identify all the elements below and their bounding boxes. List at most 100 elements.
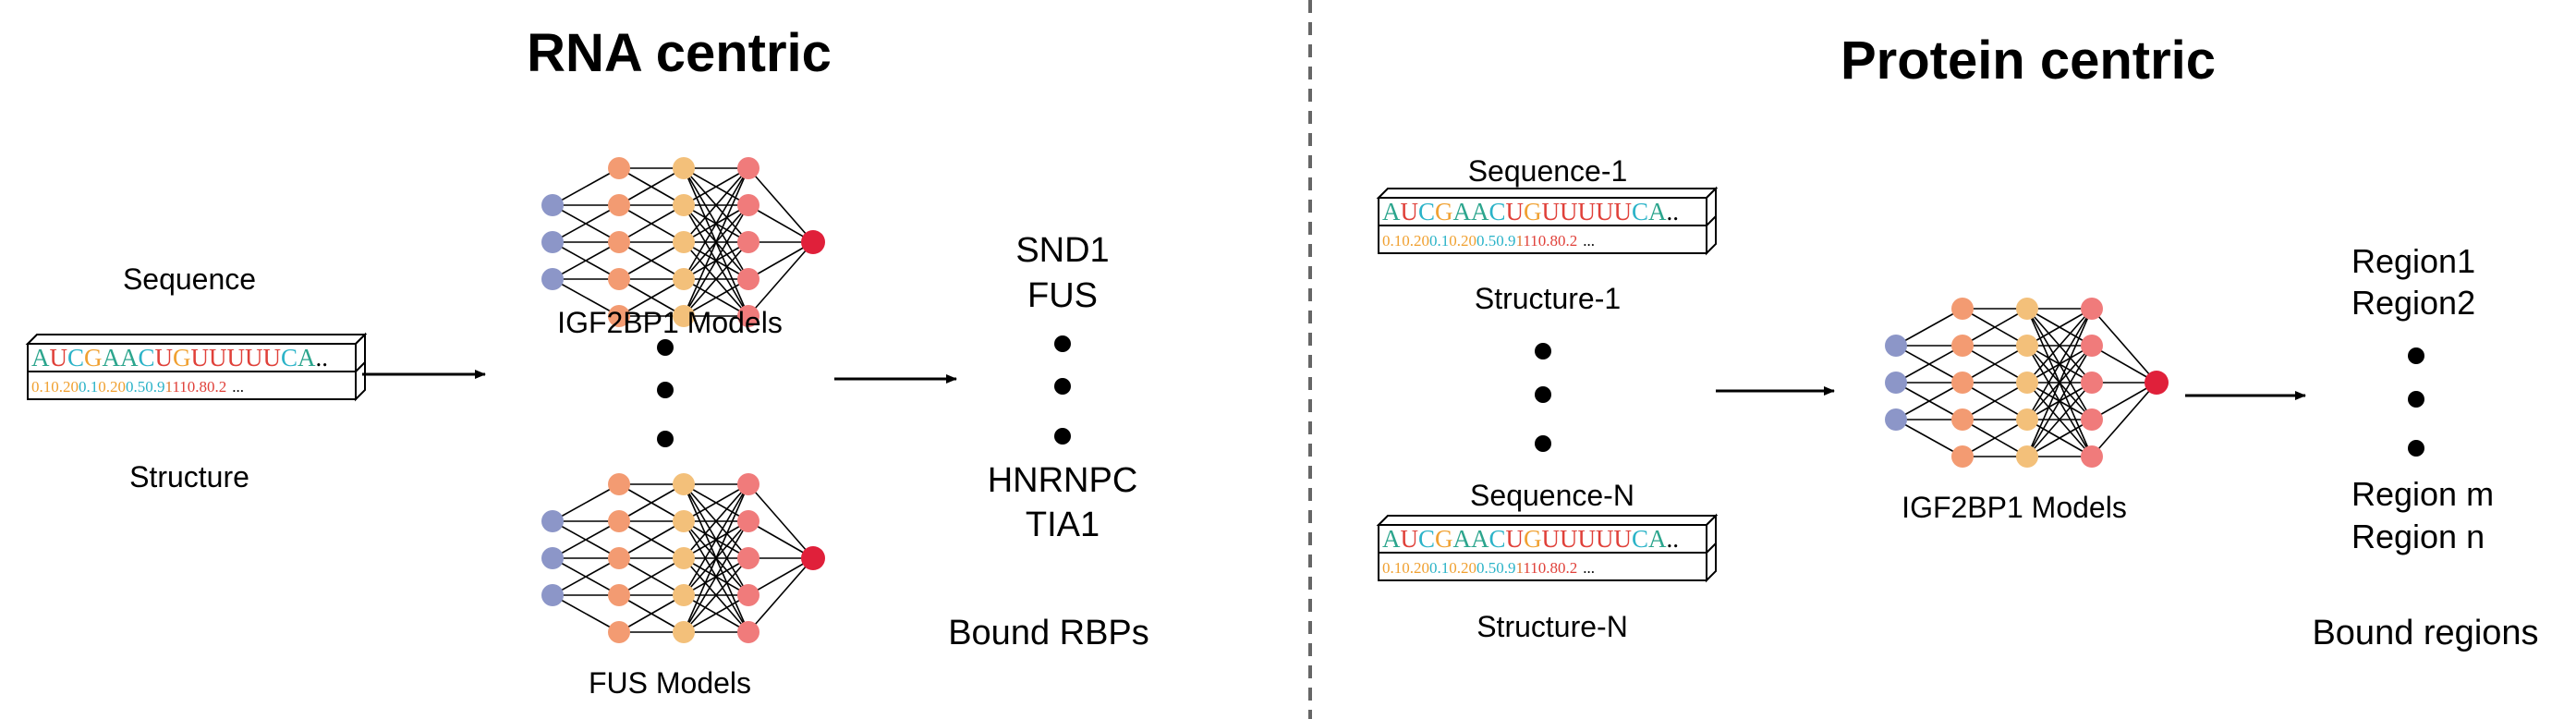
hidden-node bbox=[1951, 445, 1974, 468]
hidden-node bbox=[673, 268, 695, 290]
structure-values: 0.10.200.10.200.50.91110.80.2... bbox=[31, 378, 244, 396]
region-item: Region2 bbox=[2351, 284, 2475, 322]
hidden-node bbox=[673, 584, 695, 606]
hidden-node bbox=[673, 473, 695, 495]
protein-model-label: IGF2BP1 Models bbox=[1902, 491, 2127, 524]
hidden-node bbox=[2016, 298, 2038, 320]
structure-values: 0.10.200.10.200.50.91110.80.2... bbox=[1382, 559, 1595, 577]
ellipsis-dot bbox=[1054, 378, 1071, 395]
hidden-node bbox=[737, 157, 759, 179]
hidden-node bbox=[673, 547, 695, 569]
rna-input-strip: AUCGAACUGUUUUUCA.. 0.10.200.10.200.50.911… bbox=[25, 332, 368, 402]
hidden-node bbox=[608, 621, 630, 643]
hidden-node bbox=[737, 510, 759, 532]
hidden-node bbox=[2081, 298, 2103, 320]
rna-model-top-label: IGF2BP1 Models bbox=[557, 306, 783, 339]
hidden-node bbox=[608, 231, 630, 253]
ellipsis-dot bbox=[1054, 335, 1071, 352]
hidden-node bbox=[608, 584, 630, 606]
input-node bbox=[541, 268, 564, 290]
hidden-node bbox=[2016, 445, 2038, 468]
bound-regions-caption: Bound regions bbox=[2312, 614, 2538, 652]
rbp-item: FUS bbox=[1027, 276, 1098, 315]
structure-n-label: Structure-N bbox=[1476, 610, 1628, 643]
hidden-node bbox=[608, 268, 630, 290]
ellipsis-dot bbox=[1535, 386, 1551, 403]
hidden-node bbox=[2081, 408, 2103, 431]
protein-input-strip-n: AUCGAACUGUUUUUCA..0.10.200.10.200.50.911… bbox=[1376, 513, 1719, 583]
rna-structure-label: Structure bbox=[129, 460, 249, 494]
input-node bbox=[541, 547, 564, 569]
hidden-node bbox=[737, 231, 759, 253]
ellipsis-dot bbox=[1535, 343, 1551, 360]
ellipsis-dot bbox=[1054, 428, 1071, 445]
hidden-node bbox=[608, 547, 630, 569]
hidden-node bbox=[737, 584, 759, 606]
igf2bp1-network-protein bbox=[1885, 298, 2169, 468]
hidden-node bbox=[2016, 372, 2038, 394]
hidden-node bbox=[2016, 335, 2038, 357]
hidden-node bbox=[608, 510, 630, 532]
hidden-node bbox=[1951, 335, 1974, 357]
rna-sequence-label: Sequence bbox=[123, 262, 256, 296]
rbp-item: SND1 bbox=[1015, 231, 1109, 270]
region-item: Region1 bbox=[2351, 242, 2475, 280]
igf2bp1-network-top bbox=[541, 157, 825, 327]
hidden-node bbox=[737, 621, 759, 643]
ellipsis-dot bbox=[2408, 440, 2424, 457]
hidden-node bbox=[737, 194, 759, 216]
rna-model-bottom-label: FUS Models bbox=[589, 666, 751, 700]
hidden-node bbox=[673, 510, 695, 532]
hidden-node bbox=[2081, 335, 2103, 357]
input-node bbox=[1885, 408, 1907, 431]
ellipsis-dot bbox=[2408, 347, 2424, 364]
input-node bbox=[1885, 372, 1907, 394]
hidden-node bbox=[1951, 372, 1974, 394]
hidden-node bbox=[608, 305, 630, 327]
output-node bbox=[2145, 371, 2169, 395]
ellipsis-dot bbox=[657, 382, 674, 398]
input-node bbox=[541, 231, 564, 253]
ellipsis-dot bbox=[1535, 435, 1551, 452]
hidden-node bbox=[737, 547, 759, 569]
ellipsis-dot bbox=[657, 431, 674, 447]
structure-values: 0.10.200.10.200.50.91110.80.2... bbox=[1382, 232, 1595, 250]
hidden-node bbox=[2081, 445, 2103, 468]
hidden-node bbox=[737, 473, 759, 495]
ellipsis-dot bbox=[657, 339, 674, 356]
region-item: Region m bbox=[2351, 475, 2494, 513]
hidden-node bbox=[673, 305, 695, 327]
output-node bbox=[801, 546, 825, 570]
nucleotide-sequence: AUCGAACUGUUUUUCA.. bbox=[1382, 198, 1679, 225]
hidden-node bbox=[673, 621, 695, 643]
hidden-node bbox=[1951, 298, 1974, 320]
hidden-node bbox=[608, 473, 630, 495]
region-item: Region n bbox=[2351, 518, 2485, 555]
output-node bbox=[801, 230, 825, 254]
hidden-node bbox=[737, 268, 759, 290]
hidden-node bbox=[608, 194, 630, 216]
hidden-node bbox=[737, 305, 759, 327]
hidden-node bbox=[673, 231, 695, 253]
bound-rbps-caption: Bound RBPs bbox=[948, 614, 1149, 652]
input-node bbox=[541, 194, 564, 216]
protein-centric-title: Protein centric bbox=[1841, 30, 2216, 91]
input-node bbox=[541, 584, 564, 606]
structure-1-label: Structure-1 bbox=[1475, 282, 1621, 315]
hidden-node bbox=[673, 157, 695, 179]
input-node bbox=[1885, 335, 1907, 357]
fus-network-bottom bbox=[541, 473, 825, 643]
sequence-1-label: Sequence-1 bbox=[1468, 154, 1628, 188]
hidden-node bbox=[1951, 408, 1974, 431]
hidden-node bbox=[2016, 408, 2038, 431]
nucleotide-sequence: AUCGAACUGUUUUUCA.. bbox=[31, 344, 328, 372]
rbp-item: HNRNPC bbox=[988, 461, 1138, 500]
input-node bbox=[541, 510, 564, 532]
sequence-n-label: Sequence-N bbox=[1470, 479, 1634, 512]
rbp-item: TIA1 bbox=[1026, 506, 1100, 544]
hidden-node bbox=[2081, 372, 2103, 394]
protein-input-strip-1: AUCGAACUGUUUUUCA.. 0.10.200.10.200.50.911… bbox=[1376, 186, 1719, 256]
ellipsis-dot bbox=[2408, 391, 2424, 408]
rna-centric-title: RNA centric bbox=[527, 23, 832, 83]
